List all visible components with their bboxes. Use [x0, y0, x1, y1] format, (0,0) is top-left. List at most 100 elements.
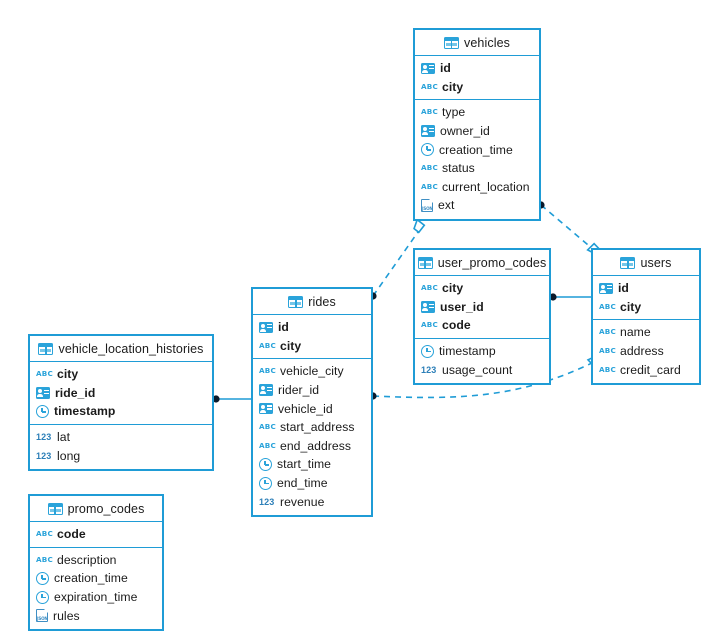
- column-row-rides-vehicle_city[interactable]: ABC vehicle_city: [253, 362, 371, 381]
- column-name: ext: [438, 198, 455, 213]
- timestamp-type-icon: [36, 404, 49, 418]
- primary-key-id-icon: [421, 62, 435, 75]
- table-icon: [38, 342, 54, 355]
- column-row-rides-revenue[interactable]: 123 revenue: [253, 492, 371, 511]
- column-name: type: [442, 105, 466, 120]
- primary-key-id-icon: [36, 387, 50, 399]
- number-type-icon: 123: [421, 364, 437, 375]
- json-type-icon: [421, 198, 434, 212]
- number-type-icon: 123: [259, 496, 275, 507]
- string-type-icon: ABC: [421, 320, 438, 330]
- column-name: lat: [57, 430, 71, 445]
- table-icon: [620, 256, 636, 269]
- column-row-rides-start_time[interactable]: start_time: [253, 455, 371, 474]
- table-header-users[interactable]: users: [593, 250, 699, 276]
- relationship-endpoint-marker: [413, 218, 426, 234]
- column-row-vehicle_location_histories-timestamp[interactable]: timestamp: [30, 402, 212, 421]
- column-name: end_time: [277, 476, 328, 491]
- string-type-icon: ABC: [259, 366, 276, 376]
- column-row-user_promo_codes-code[interactable]: ABC code: [415, 316, 549, 335]
- column-name: code: [442, 318, 471, 333]
- number-type-icon: 123: [36, 450, 52, 461]
- primary-key-id-icon: [599, 282, 613, 295]
- column-name: current_location: [442, 179, 530, 194]
- primary-key-id-icon: [421, 301, 435, 313]
- column-row-vehicles-creation_time[interactable]: creation_time: [415, 140, 539, 159]
- column-name: creation_time: [54, 571, 128, 586]
- column-row-users-address[interactable]: ABC address: [593, 342, 699, 361]
- column-name: id: [278, 320, 289, 335]
- column-row-vehicle_location_histories-ride_id[interactable]: ride_id: [30, 384, 212, 403]
- column-row-user_promo_codes-timestamp[interactable]: timestamp: [415, 342, 549, 361]
- string-type-icon: ABC: [421, 181, 438, 191]
- table-header-vehicle_location_histories[interactable]: vehicle_location_histories: [30, 336, 212, 362]
- column-name: id: [618, 281, 629, 296]
- column-row-rides-vehicle_id[interactable]: vehicle_id: [253, 399, 371, 418]
- column-name: revenue: [280, 494, 325, 509]
- column-row-vehicles-owner_id[interactable]: owner_id: [415, 122, 539, 141]
- column-row-rides-end_time[interactable]: end_time: [253, 474, 371, 493]
- column-name: vehicle_city: [280, 364, 344, 379]
- column-name: city: [442, 79, 464, 94]
- string-type-icon: ABC: [599, 346, 616, 356]
- table-title: rides: [308, 294, 336, 309]
- relationship-upc-users[interactable]: [549, 293, 591, 301]
- column-row-vehicles-current_location[interactable]: ABC current_location: [415, 178, 539, 197]
- table-header-vehicles[interactable]: vehicles: [415, 30, 539, 56]
- column-name: city: [620, 299, 642, 314]
- column-row-promo_codes-expiration_time[interactable]: expiration_time: [30, 588, 162, 607]
- column-row-users-id[interactable]: id: [593, 279, 699, 298]
- column-row-promo_codes-rules[interactable]: rules: [30, 606, 162, 625]
- column-row-vehicles-type[interactable]: ABC type: [415, 103, 539, 122]
- primary-key-id-icon: [421, 125, 435, 137]
- column-row-vehicles-id[interactable]: id: [415, 59, 539, 78]
- column-name: city: [280, 338, 302, 353]
- column-row-rides-rider_id[interactable]: rider_id: [253, 381, 371, 400]
- column-row-rides-id[interactable]: id: [253, 318, 371, 337]
- column-name: rules: [53, 608, 80, 623]
- column-name: city: [57, 367, 79, 382]
- table-header-promo_codes[interactable]: promo_codes: [30, 496, 162, 522]
- column-row-user_promo_codes-user_id[interactable]: user_id: [415, 298, 549, 317]
- column-name: name: [620, 325, 651, 340]
- column-name: end_address: [280, 438, 352, 453]
- column-row-vehicles-ext[interactable]: ext: [415, 196, 539, 215]
- column-name: address: [620, 344, 664, 359]
- timestamp-type-icon: [421, 344, 434, 358]
- table-header-rides[interactable]: rides: [253, 289, 371, 315]
- column-name: timestamp: [54, 404, 116, 419]
- column-row-promo_codes-creation_time[interactable]: creation_time: [30, 569, 162, 588]
- string-type-icon: ABC: [259, 422, 276, 432]
- string-type-icon: ABC: [421, 107, 438, 117]
- relationship-vlh-rides[interactable]: [212, 395, 251, 403]
- column-name: vehicle_id: [278, 401, 333, 416]
- table-header-user_promo_codes[interactable]: user_promo_codes: [415, 250, 549, 276]
